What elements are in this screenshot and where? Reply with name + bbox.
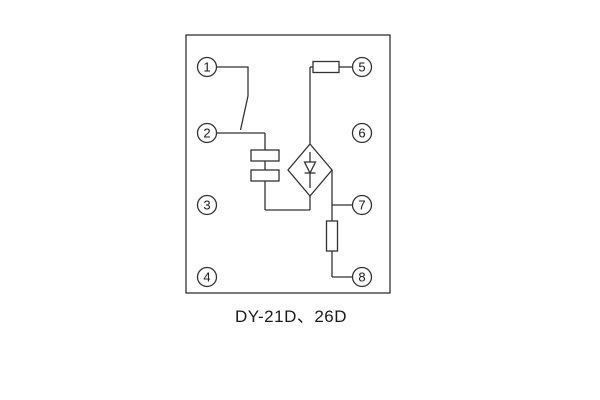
terminal-1: 1	[196, 56, 218, 78]
terminal-label: 4	[203, 270, 210, 285]
resistor-icon	[325, 220, 339, 252]
resistor-icon	[250, 169, 280, 182]
terminal-label: 1	[203, 60, 210, 75]
resistor-icon	[312, 60, 340, 74]
terminal-8: 8	[351, 266, 373, 288]
terminal-5: 5	[351, 56, 373, 78]
series-resistor	[312, 60, 340, 74]
terminal-circle	[351, 122, 373, 144]
parallel-resistor-pair	[250, 149, 280, 182]
bridge-rectifier	[287, 142, 333, 198]
schematic-frame	[185, 34, 391, 294]
terminal-circle	[351, 266, 373, 288]
terminal-circle	[196, 194, 218, 216]
terminal-circle	[196, 122, 218, 144]
diagram-caption: DY-21D、26D	[235, 307, 347, 326]
terminal-label: 7	[358, 198, 365, 213]
wire-terminal1	[216, 66, 249, 96]
terminal-circle	[196, 56, 218, 78]
diode-triangle	[303, 161, 317, 175]
diode-icon	[303, 152, 317, 188]
switch-blade-icon	[239, 95, 249, 131]
terminal-label: 6	[358, 126, 365, 141]
terminal-2: 2	[196, 122, 218, 144]
terminal-circle	[351, 56, 373, 78]
wiring	[216, 66, 353, 278]
terminal-6: 6	[351, 122, 373, 144]
terminal-4: 4	[196, 266, 218, 288]
terminal-label: 3	[203, 198, 210, 213]
contact-switch	[239, 95, 249, 131]
terminal-label: 5	[358, 60, 365, 75]
terminal-3: 3	[196, 194, 218, 216]
resistor-icon	[250, 149, 280, 162]
dropping-resistor	[325, 220, 339, 252]
terminal-label: 8	[358, 270, 365, 285]
terminal-7: 7	[351, 194, 373, 216]
terminal-circle	[196, 266, 218, 288]
terminal-circle	[351, 194, 373, 216]
terminal-label: 2	[203, 126, 210, 141]
